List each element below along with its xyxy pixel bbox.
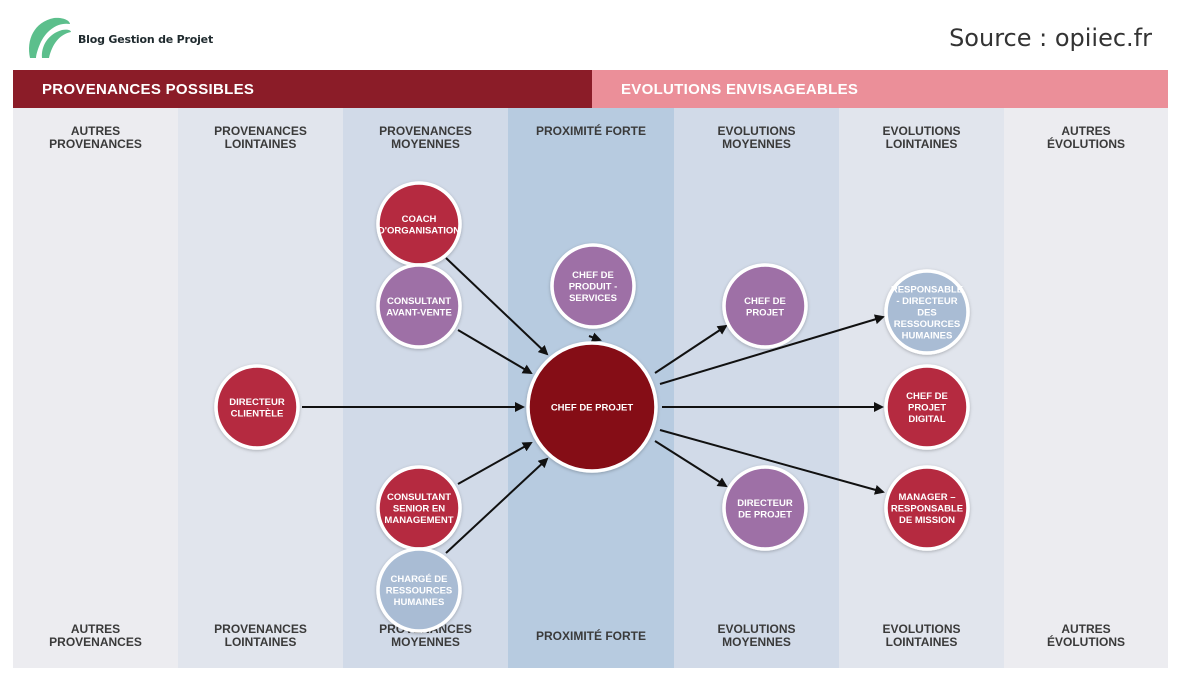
column-evolutions-moyennes: EVOLUTIONS MOYENNES EVOLUTIONS MOYENNES [674,108,839,668]
column-label-bottom: AUTRES PROVENANCES [49,622,142,649]
column-label-bottom: PROVENANCES LOINTAINES [214,622,307,649]
brand-name: Blog Gestion de Projet [78,32,213,46]
column-label-top: PROVENANCES LOINTAINES [214,124,307,151]
column-label-top: AUTRES ÉVOLUTIONS [1046,124,1125,151]
source-credit: Source : opiiec.fr [949,24,1152,52]
header-provenances: PROVENANCES POSSIBLES [13,70,592,108]
column-label-bottom: EVOLUTIONS LOINTAINES [882,622,961,649]
column-label-top: PROVENANCES MOYENNES [379,124,472,151]
leaf-logo-icon [29,17,71,58]
column-label-top: AUTRES PROVENANCES [49,124,142,151]
column-label-bottom: PROXIMITÉ FORTE [535,629,646,643]
brand-logo: Blog Gestion de Projet [24,16,213,60]
column-autres-provenances: AUTRES PROVENANCES AUTRES PROVENANCES [13,108,178,668]
header-bar: PROVENANCES POSSIBLES EVOLUTIONS ENVISAG… [13,70,1168,108]
column-bands: AUTRES PROVENANCES AUTRES PROVENANCES PR… [13,108,1168,668]
column-label-bottom: AUTRES ÉVOLUTIONS [1046,622,1125,649]
column-label-bottom: EVOLUTIONS MOYENNES [717,622,796,649]
column-label-top: EVOLUTIONS LOINTAINES [882,124,961,151]
column-proximite-forte: PROXIMITÉ FORTE PROXIMITÉ FORTE [508,108,674,668]
column-provenances-moyennes: PROVENANCES MOYENNES PROVENANCES MOYENNE… [343,108,508,668]
header-evolutions: EVOLUTIONS ENVISAGEABLES [592,70,1168,108]
column-evolutions-lointaines: EVOLUTIONS LOINTAINES EVOLUTIONS LOINTAI… [839,108,1004,668]
column-provenances-lointaines: PROVENANCES LOINTAINES PROVENANCES LOINT… [178,108,343,668]
column-label-top: PROXIMITÉ FORTE [535,124,646,138]
column-label-top: EVOLUTIONS MOYENNES [717,124,796,151]
column-autres-evolutions: AUTRES ÉVOLUTIONS AUTRES ÉVOLUTIONS [1004,108,1168,668]
column-label-bottom: PROVENANCES MOYENNES [379,622,472,649]
